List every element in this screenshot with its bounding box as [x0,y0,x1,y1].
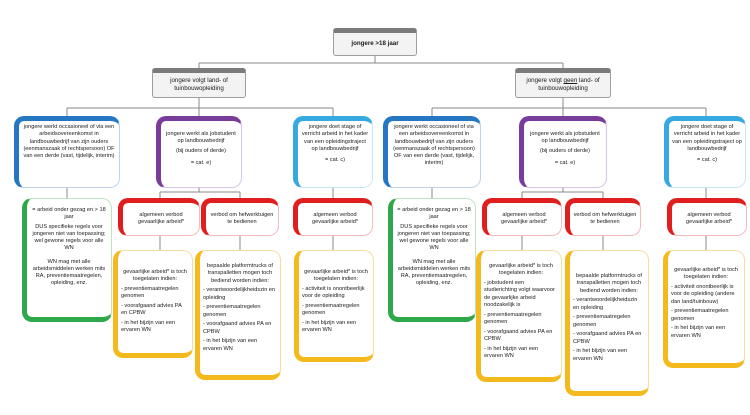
left-yellow-2-line-5: - in het bijzijn van een ervaren WN [203,338,258,352]
root-label: jongere >18 jaar [351,39,399,47]
left-red-general-1: algemeen verbod gevaarlijke arbeid* [118,198,200,236]
left-occasional-text: jongere werkt occasioneel of via een arb… [23,124,115,160]
right-red-general-2: algemeen verbod gevaarlijke arbeid* [667,198,747,236]
left-red-forklift: verbod om hefwerktuigen te bedienen [201,198,279,236]
right-green-node: = arbeid onder gezag en > 18 jaar DUS sp… [388,198,476,322]
right-yellow-2-line-4: - voorafgaand advies PA en CPBW [573,331,642,345]
left-yellow-2-line-1: bepaalde platformtrucks of transpallette… [207,263,273,284]
right-green-line-2: DUS specifieke regels voor jongeren niet… [397,223,471,252]
left-jobstudent-cat: = cat. e) [190,159,212,166]
branch-left-node: jongere volgt land- of tuinbouwopleiding [152,68,246,98]
right-occasional-text: jongere werkt occasioneel of via een arb… [393,124,475,167]
left-jobstudent-sub: (bij ouders of derde) [175,147,227,154]
left-yellow-3-line-1: gevaarlijke arbeid* is toch toegelaten i… [304,269,368,283]
left-green-line-1: = arbeid onder gezag en > 18 jaar [32,207,106,221]
right-yellow-1-line-5: - in het bijzijn van een ervaren WN [484,345,539,359]
right-red-general-1: algemeen verbod gevaarlijke arbeid* [482,198,562,236]
left-yellow-1-line-3: - voorafgaand advies PA en CPBW [121,303,182,317]
right-jobstudent-node: jongere werkt als jobstudent op landbouw… [519,116,607,188]
left-yellow-2-line-4: - voorafgaand advies PA en CPBW [203,321,272,335]
left-jobstudent-node: jongere werkt als jobstudent op landbouw… [156,116,242,188]
left-yellow-2-line-3: - preventiemaatregelen genomen [203,304,261,318]
right-yellow-3-line-2: - activiteit onontbeerlijk is voor de op… [671,284,735,305]
left-green-node: = arbeid onder gezag en > 18 jaar DUS sp… [22,198,112,322]
right-jobstudent-title: jongere werkt als jobstudent op landbouw… [530,131,600,145]
right-red-general-1-label: algemeen verbod gevaarlijke arbeid* [500,211,548,225]
right-yellow-1-line-3: - preventiemaatregelen genomen [484,311,542,325]
left-yellow-1-line-2: - preventiemaatregelen genomen [121,286,179,300]
left-jobstudent-title: jongere werkt als jobstudent op landbouw… [166,131,236,145]
right-occasional-node: jongere werkt occasioneel of via een arb… [383,116,481,188]
right-red-forklift: verbod om hefwerktuigen te bedienen [565,198,641,236]
right-green-line-1: = arbeid onder gezag en > 18 jaar [397,207,471,221]
right-red-general-2-label: algemeen verbod gevaarlijke arbeid* [685,211,733,225]
right-jobstudent-cat: = cat. e) [554,159,576,166]
right-yellow-3: gevaarlijke arbeid* is toch toegelaten i… [663,250,745,368]
left-yellow-3-line-3: - preventiemaatregelen genomen [302,303,360,317]
left-stage-node: jongere doet stage of verricht arbeid in… [293,116,373,188]
left-yellow-3-line-4: - in het bijzijn van een ervaren WN [302,320,357,334]
left-red-general-2: algemeen verbod gevaarlijke arbeid* [293,198,373,236]
branch-right-node: jongere volgt geen land- of tuinbouwople… [515,68,611,98]
right-yellow-2-line-2: - verantwoordelijkheidszin en opleiding [573,297,638,311]
right-yellow-1-line-4: - voorafgaand advies PA en CPBW [484,328,553,342]
right-jobstudent-sub: (bij ouders of derde) [539,147,591,154]
left-yellow-1-line-1: gevaarlijke arbeid* is toch toegelaten i… [123,269,187,283]
left-red-general-1-label: algemeen verbod gevaarlijke arbeid* [137,211,185,225]
geen-emphasis: geen [563,76,578,84]
branch-right-label: jongere volgt geen land- of tuinbouwople… [526,76,600,92]
left-stage-cat: = cat. c) [324,157,346,164]
left-red-forklift-label: verbod om hefwerktuigen te bedienen [210,211,274,225]
right-yellow-1-line-2: - jobstudent een studierichting volgt wa… [484,280,555,308]
right-stage-node: jongere doet stage of verricht arbeid in… [664,116,746,188]
right-red-forklift-label: verbod om hefwerktuigen te bedienen [573,211,637,225]
left-yellow-3-line-2: - activiteit is onontbeerlijk voor de op… [302,286,365,300]
right-yellow-2-line-3: - preventiemaatregelen genomen [573,314,631,328]
right-yellow-2-line-5: - in het bijzijn van een ervaren WN [573,348,628,362]
right-yellow-3-line-1: gevaarlijke arbeid* is toch toegelaten i… [674,267,738,281]
branch-left-label: jongere volgt land- of tuinbouwopleiding [170,76,228,92]
left-stage-title: jongere doet stage of verricht arbeid in… [301,124,369,152]
right-yellow-1-line-1: gevaarlijke arbeid* is toch toegelaten i… [489,263,553,277]
right-stage-cat: = cat. c) [696,157,718,164]
left-yellow-1-line-4: - in het bijzijn van een ervaren WN [121,320,176,334]
right-yellow-2: bepaalde platformtrucks of transpallette… [565,250,649,396]
left-yellow-2-line-2: - verantwoordelijkheidszin en opleiding [203,287,276,301]
left-occasional-node: jongere werkt occasioneel of via een arb… [14,116,120,188]
right-yellow-3-line-3: - preventiemaatregelen genomen [671,308,729,322]
left-yellow-3: gevaarlijke arbeid* is toch toegelaten i… [294,250,374,362]
right-yellow-1: gevaarlijke arbeid* is toch toegelaten i… [476,250,562,382]
left-yellow-2: bepaalde platformtrucks of transpallette… [195,250,281,380]
right-yellow-2-line-1: bepaalde platformtrucks of transpallette… [576,273,642,294]
right-yellow-3-line-4: - in het bijzijn van een ervaren WN [671,325,726,339]
left-yellow-1: gevaarlijke arbeid* is toch toegelaten i… [113,250,193,358]
right-stage-title: jongere doet stage of verricht arbeid in… [672,124,742,152]
right-green-line-3: WN mag met alle arbeidsmiddelen werken m… [397,258,471,287]
left-red-general-2-label: algemeen verbod gevaarlijke arbeid* [311,211,359,225]
root-node: jongere >18 jaar [333,28,417,56]
left-green-line-3: WN mag met alle arbeidsmiddelen werken m… [32,258,106,287]
left-green-line-2: DUS specifieke regels voor jongeren niet… [32,223,106,252]
